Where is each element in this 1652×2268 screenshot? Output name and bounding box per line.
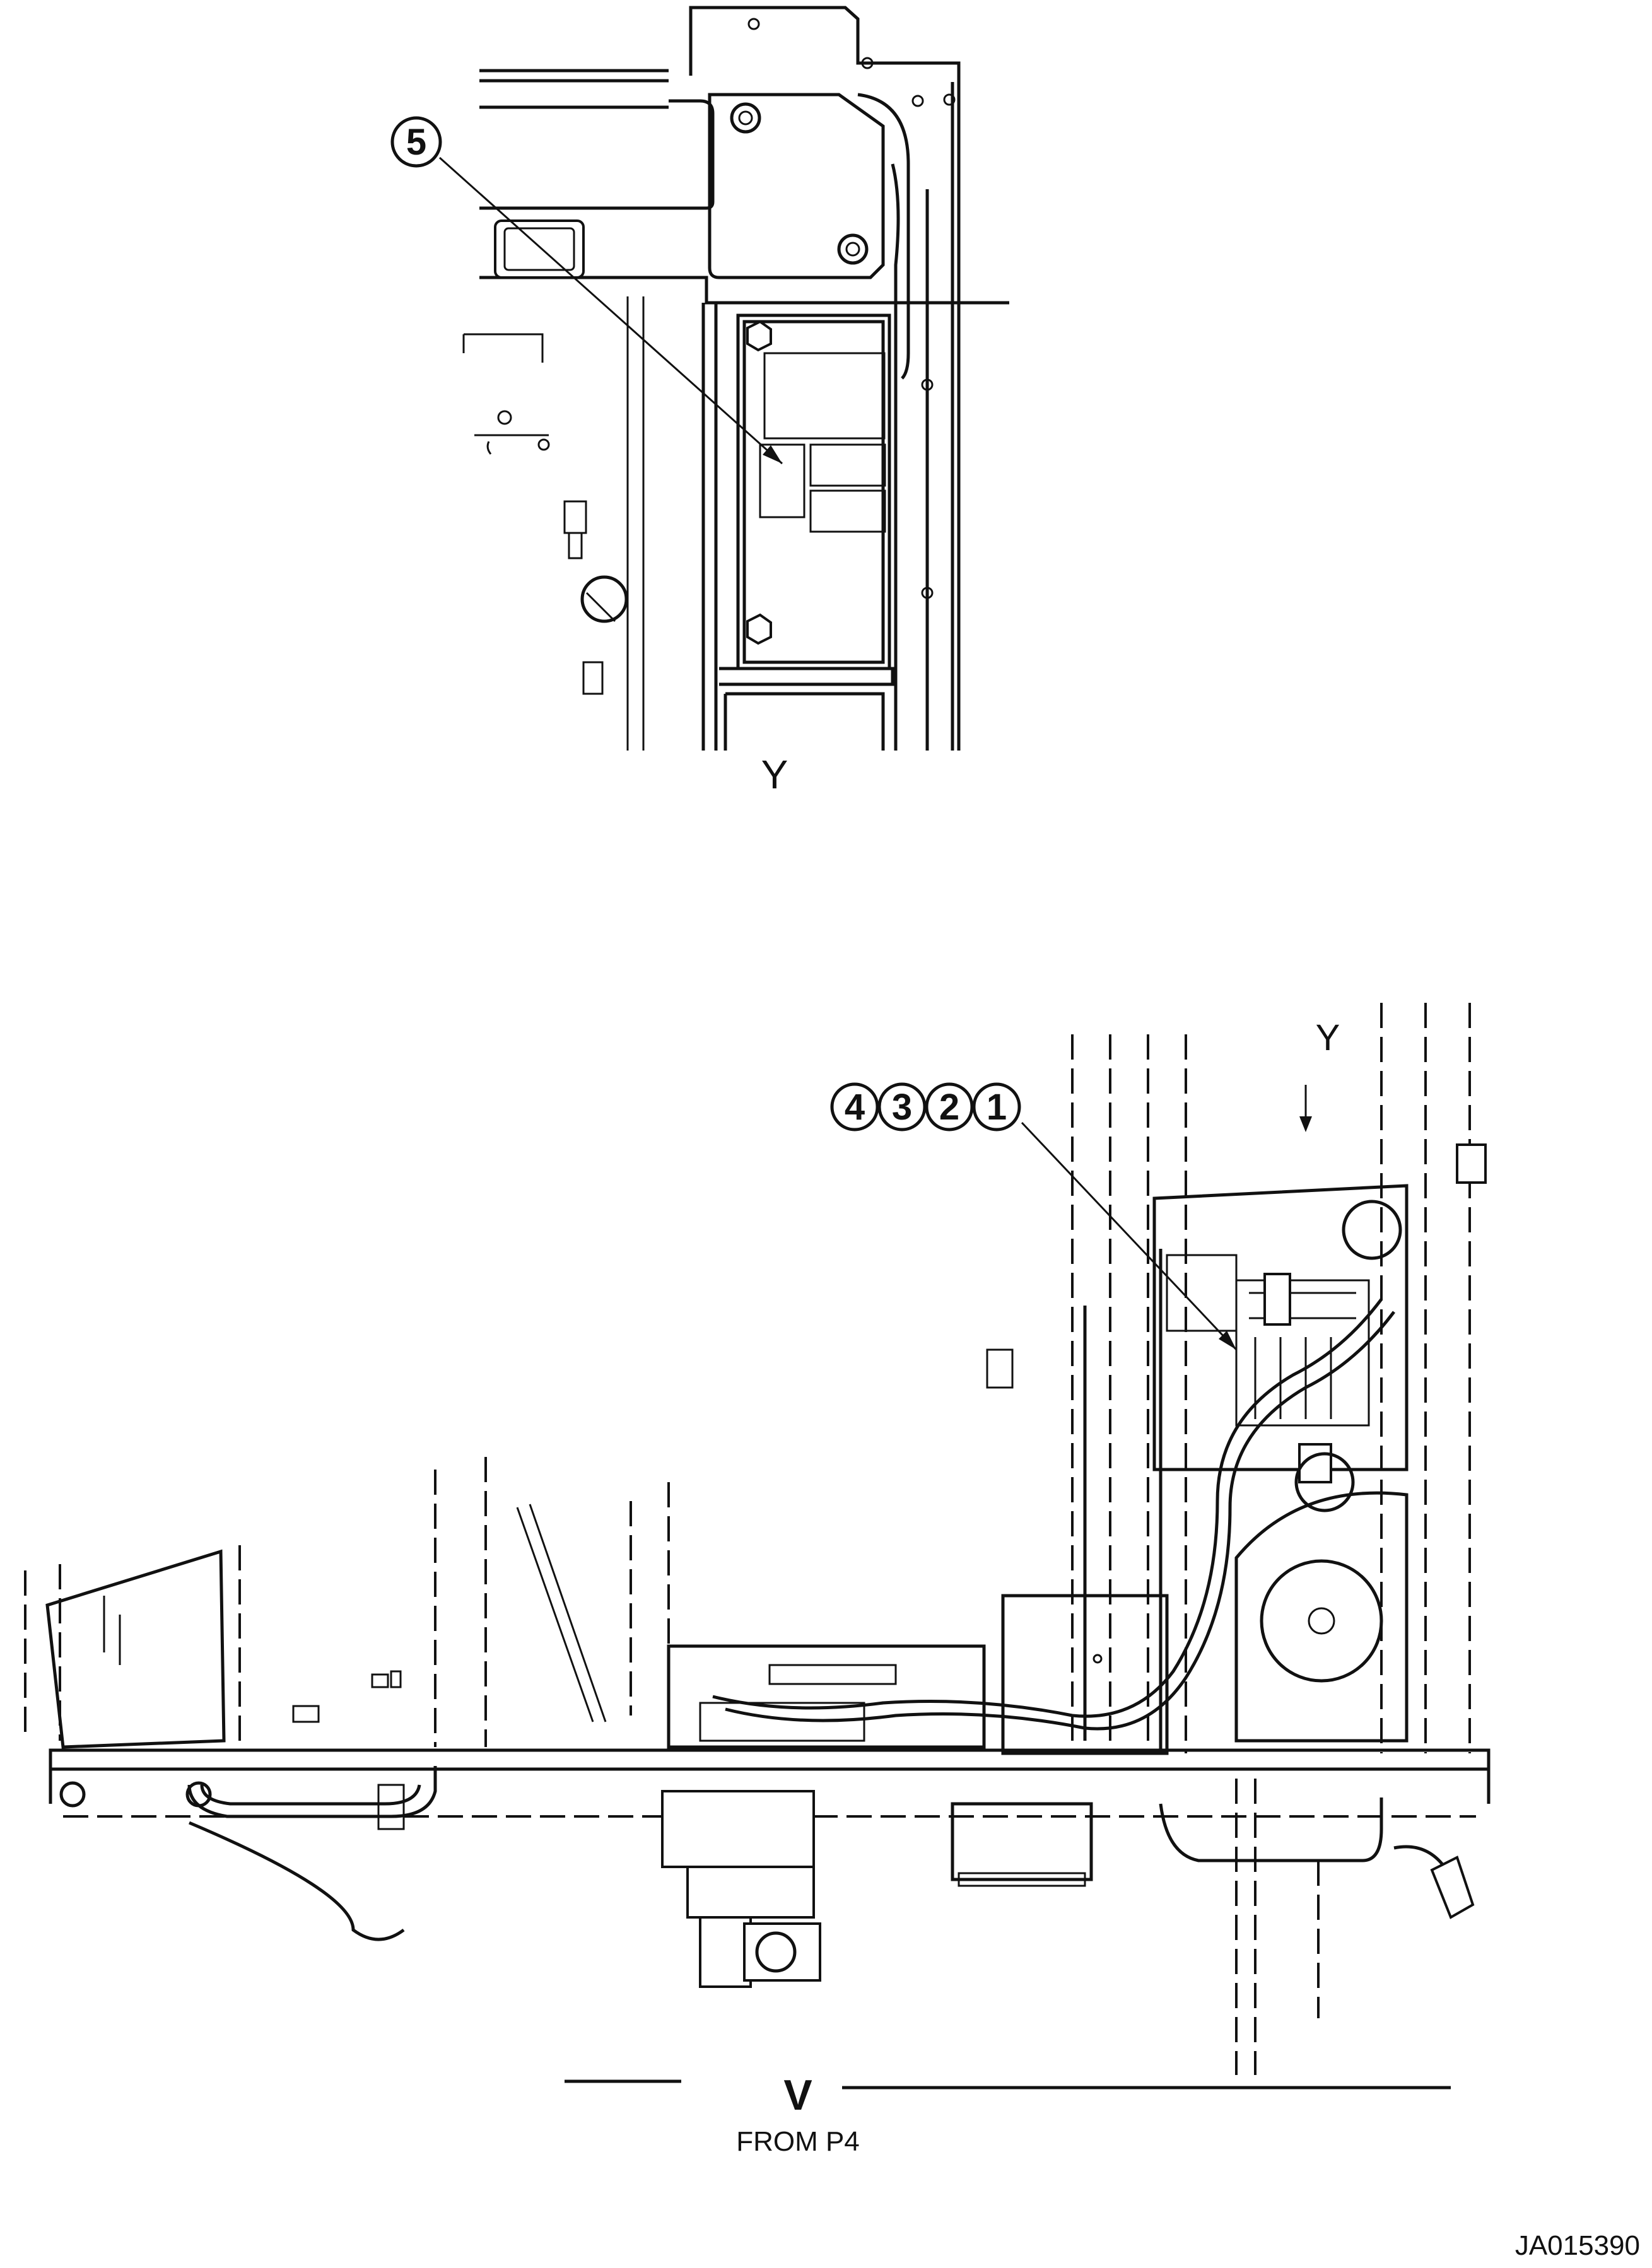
callout-2: 2 [925,1082,974,1131]
callout-3: 3 [877,1082,927,1131]
direction-mark-y: Y [1316,1017,1340,1058]
svg-text:1: 1 [987,1087,1007,1128]
svg-text:2: 2 [939,1087,959,1128]
callout-4: 4 [830,1082,879,1131]
drawing-id: JA015390 [1515,2230,1640,2261]
callout-1: 1 [972,1082,1021,1131]
view-letter-y: Y [761,752,788,797]
callout-5-label: 5 [406,122,426,163]
svg-text:4: 4 [845,1087,865,1128]
callout-group-4-3-2-1: 4 3 2 1 [830,1082,1021,1131]
view-letter-v: V [783,2071,812,2119]
svg-text:3: 3 [892,1087,912,1128]
upper-view: 5 Y [390,6,1009,797]
callout-5: 5 [390,116,442,168]
lower-view: Y 4 3 2 1 V FROM P4 [24,1003,1491,2157]
view-reference: FROM P4 [736,2126,860,2157]
